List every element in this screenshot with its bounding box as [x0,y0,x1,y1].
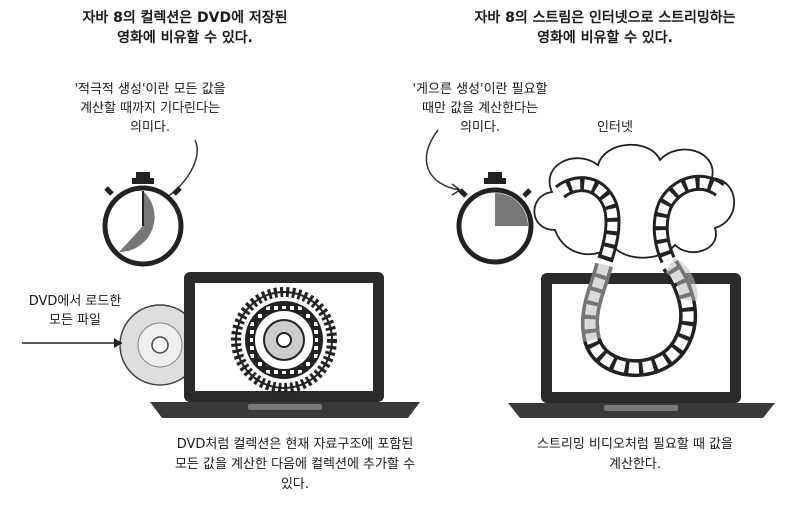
stream-caption: 스트리밍 비디오처럼 필요할 때 값을 계산한다. [537,437,733,472]
stopwatch-right-icon [425,129,534,265]
stopwatch-left-icon [102,139,198,267]
internet-cloud-icon [533,143,736,259]
collection-caption: DVD처럼 컬렉션은 현재 자료구조에 포함된 모든 값을 계산한 다음에 컬렉… [174,437,416,492]
film-strips-cloud [555,174,725,264]
stream-title: 자바 8의 스트림은 인터넷으로 스트리밍하는 영화에 비유할 수 있다. [474,10,736,46]
film-reel-icon [231,287,337,393]
laptop-right-icon [508,273,775,418]
lazy-note: '게으른 생성'이란 필요할 때만 값을 계산한다는 의미다. [412,82,548,135]
eager-note: '적극적 생성'이란 모든 값을 계산할 때까지 기다린다는 의미다. [74,82,226,135]
dvd-label: DVD에서 로드한 모든 파일 [28,294,122,328]
internet-label: 인터넷 [597,120,633,135]
dvd-arrow [22,338,122,348]
film-strip-stream [581,257,698,377]
collection-title: 자바 8의 컬렉션은 DVD에 저장된 영화에 비유할 수 있다. [82,10,288,46]
dvd-disc-icon [119,304,201,386]
